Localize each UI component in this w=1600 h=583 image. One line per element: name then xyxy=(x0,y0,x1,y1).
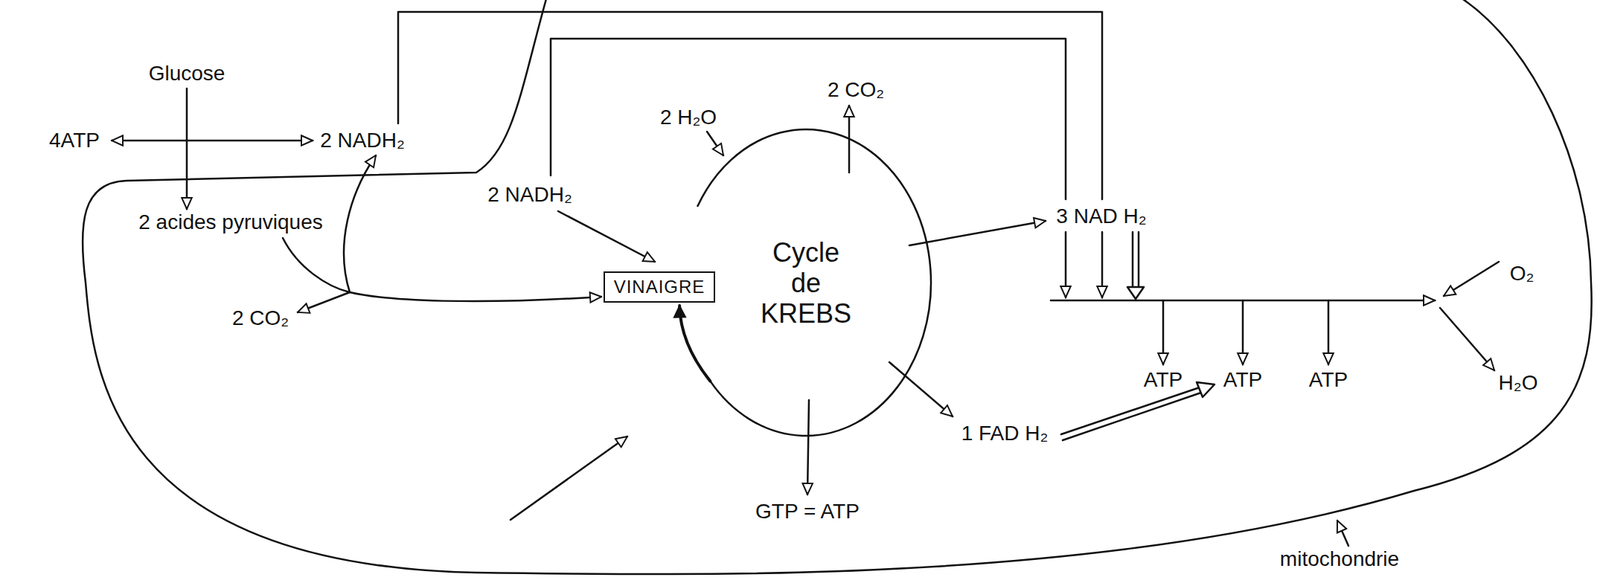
input-arrow xyxy=(510,436,628,521)
co2-release-arrow xyxy=(297,292,350,313)
leader-arrow xyxy=(1337,520,1349,547)
glycolysis-yield-arrow xyxy=(111,139,313,143)
fadh2-label: 1 FAD H₂ xyxy=(961,421,1049,446)
fadh2-arrow xyxy=(889,362,953,417)
mitochondrion-outline xyxy=(82,0,1592,575)
nadh-arrow xyxy=(1064,232,1068,298)
atp-arrow xyxy=(1162,300,1165,365)
nadh-transfer-line xyxy=(550,38,1066,200)
atp-yield-label: 4ATP xyxy=(49,128,100,153)
nadh-label: 2 NADH₂ xyxy=(320,128,405,153)
gtp-label: GTP = ATP xyxy=(755,500,860,524)
cycle-return-arrow xyxy=(679,305,710,382)
co2-label: 2 CO₂ xyxy=(232,306,289,331)
double-arrow-shaft xyxy=(1137,232,1141,289)
water-label: 2 H₂O xyxy=(660,105,717,130)
oxygen-label: O₂ xyxy=(1509,261,1535,286)
double-arrow-shaft xyxy=(1131,232,1135,289)
krebs-cycle: Cycle de KREBS xyxy=(678,127,934,439)
double-arrow-head xyxy=(1127,287,1144,300)
co2-label: 2 CO₂ xyxy=(827,78,885,102)
atp-label: ATP xyxy=(1143,368,1183,393)
nadh-release-arrow xyxy=(343,155,376,293)
double-arrow-shaft xyxy=(1062,392,1202,441)
cycle-title: Cycle de KREBS xyxy=(760,237,852,329)
water-input-arrow xyxy=(706,131,724,156)
nadh-label: 2 NADH₂ xyxy=(487,183,573,207)
oxygen-arrow xyxy=(1443,261,1499,297)
atp-label: ATP xyxy=(1223,368,1263,393)
pyruvate-label: 2 acides pyruviques xyxy=(138,210,323,235)
water-arrow xyxy=(1440,308,1495,371)
nadh-label: 3 NAD H₂ xyxy=(1056,204,1147,229)
nadh-transfer-line xyxy=(398,11,1103,200)
nadh-input-arrow xyxy=(558,211,655,262)
double-arrow-shaft xyxy=(1061,387,1200,435)
pyruvate-arrow xyxy=(282,238,602,302)
atp-arrow xyxy=(1242,300,1245,365)
box-text: VINAIGRE xyxy=(613,276,706,298)
glucose-arrow xyxy=(186,88,189,210)
water-label: H₂O xyxy=(1498,371,1539,396)
nadh-arrow xyxy=(1101,232,1104,298)
gtp-arrow xyxy=(807,400,809,495)
double-arrow-head xyxy=(1196,382,1215,398)
nadh-output-arrow xyxy=(909,221,1046,246)
cycle-arc xyxy=(698,129,931,437)
organelle-name: mitochondrie xyxy=(1280,547,1400,572)
atp-label: ATP xyxy=(1309,368,1348,393)
atp-arrow xyxy=(1327,300,1330,365)
substrate-label: Glucose xyxy=(148,61,226,86)
substance-box: VINAIGRE xyxy=(603,271,716,303)
